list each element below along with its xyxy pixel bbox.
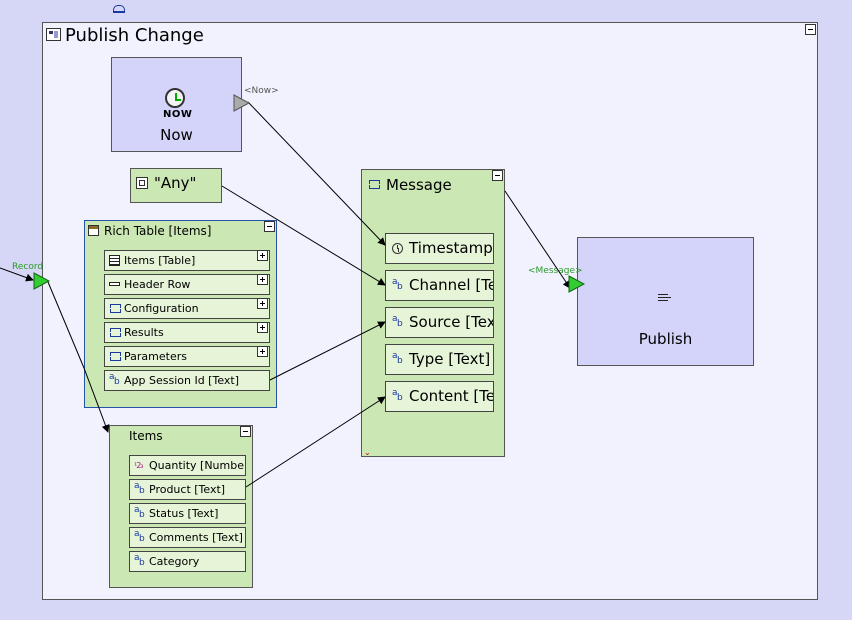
structure-icon xyxy=(109,351,121,362)
items-collapse-button[interactable] xyxy=(240,426,251,437)
clock-icon xyxy=(392,243,403,254)
rich-table-field[interactable]: Configuration xyxy=(104,298,270,319)
frame-icon xyxy=(46,28,61,41)
message-field[interactable]: Content [Te xyxy=(385,381,494,412)
field-label: Quantity [Number] xyxy=(149,459,246,472)
items-field[interactable]: Category xyxy=(129,551,246,572)
field-label: Results xyxy=(124,326,164,339)
field-label: Content [Te xyxy=(409,387,494,405)
expand-results-button[interactable] xyxy=(257,322,268,333)
number-icon: ¹2₃ xyxy=(134,461,144,470)
row-icon xyxy=(109,282,120,286)
text-icon xyxy=(134,505,145,521)
text-icon xyxy=(134,529,145,545)
rich-table-field[interactable]: Results xyxy=(104,322,270,343)
message-title: Message xyxy=(386,176,452,194)
publish-node[interactable] xyxy=(577,237,754,366)
publish-node-label: Publish xyxy=(638,330,693,348)
frame-title: Publish Change xyxy=(65,25,204,46)
rich-table-field[interactable]: Header Row xyxy=(104,274,270,295)
resize-handle-icon[interactable]: ⌄ xyxy=(364,448,371,457)
rich-table-title: Rich Table [Items] xyxy=(104,224,212,238)
field-label: Type [Text] xyxy=(409,350,491,368)
expand-items-table-button[interactable] xyxy=(257,250,268,261)
field-label: Parameters xyxy=(124,350,187,363)
frame-collapse-button[interactable] xyxy=(805,24,816,35)
text-icon xyxy=(134,553,145,569)
rich-table-icon xyxy=(88,225,99,236)
message-field[interactable]: Channel [Te xyxy=(385,270,494,301)
constant-icon xyxy=(136,177,148,189)
items-field[interactable]: Status [Text] xyxy=(129,503,246,524)
field-label: Channel [Te xyxy=(409,276,494,294)
items-icon xyxy=(113,5,125,13)
expand-header-row-button[interactable] xyxy=(257,274,268,285)
text-icon xyxy=(392,351,403,367)
field-label: Comments [Text] xyxy=(149,531,243,544)
text-icon xyxy=(392,277,403,293)
field-label: App Session Id [Text] xyxy=(124,374,240,387)
message-field[interactable]: Timestamp [ xyxy=(385,233,494,264)
text-icon xyxy=(109,372,120,388)
rich-table-collapse-button[interactable] xyxy=(264,221,275,232)
text-icon xyxy=(134,481,145,497)
record-port-label: Record xyxy=(12,262,44,272)
field-label: Product [Text] xyxy=(149,483,226,496)
structure-icon xyxy=(109,303,121,314)
expand-parameters-button[interactable] xyxy=(257,346,268,357)
items-field[interactable]: ¹2₃ Quantity [Number] xyxy=(129,455,246,476)
field-label: Header Row xyxy=(124,278,191,291)
field-label: Status [Text] xyxy=(149,507,219,520)
now-clock-icon: NOW xyxy=(163,88,193,122)
field-label: Source [Tex xyxy=(409,313,494,331)
now-badge: NOW xyxy=(163,109,193,120)
structure-icon xyxy=(368,179,380,190)
rich-table-field[interactable]: App Session Id [Text] xyxy=(104,370,270,391)
rich-table-field[interactable]: Items [Table] xyxy=(104,250,270,271)
message-port-label: <Message> xyxy=(528,266,583,276)
expand-configuration-button[interactable] xyxy=(257,298,268,309)
items-field[interactable]: Comments [Text] xyxy=(129,527,246,548)
message-field[interactable]: Type [Text] xyxy=(385,344,494,375)
constant-any-label: "Any" xyxy=(154,174,197,192)
text-icon xyxy=(392,388,403,404)
now-node-label: Now xyxy=(160,126,193,144)
field-label: Configuration xyxy=(124,302,199,315)
message-field[interactable]: Source [Tex xyxy=(385,307,494,338)
field-label: Category xyxy=(149,555,200,568)
field-label: Timestamp [ xyxy=(409,239,494,257)
publish-icon xyxy=(658,292,672,304)
field-label: Items [Table] xyxy=(124,254,196,267)
structure-icon xyxy=(109,327,121,338)
now-port-label: <Now> xyxy=(244,86,279,96)
items-field[interactable]: Product [Text] xyxy=(129,479,246,500)
table-icon xyxy=(109,255,120,266)
items-title: Items xyxy=(129,429,163,443)
message-collapse-button[interactable] xyxy=(492,170,503,181)
text-icon xyxy=(392,314,403,330)
rich-table-field[interactable]: Parameters xyxy=(104,346,270,367)
